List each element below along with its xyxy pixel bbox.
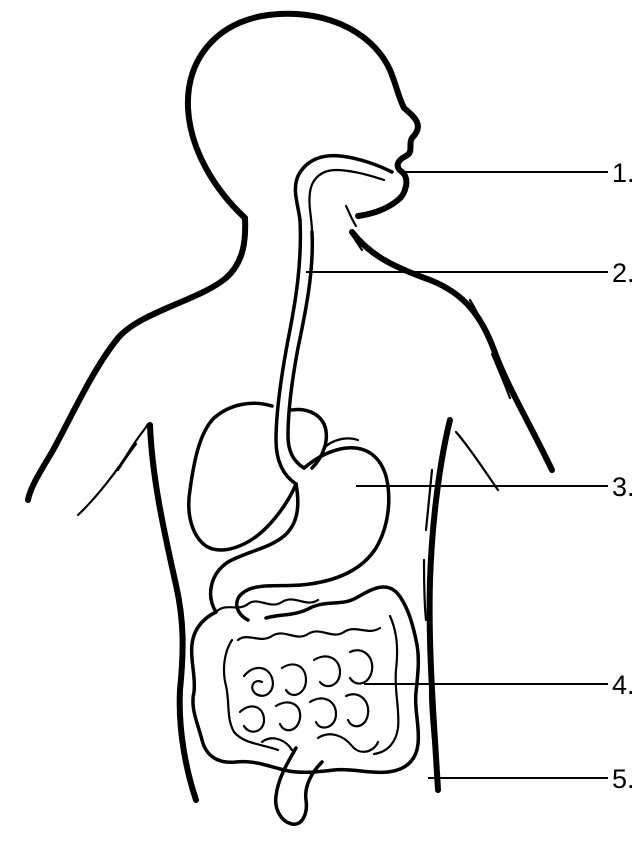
label-3: 3. (612, 472, 635, 502)
liver-right-lobe (290, 407, 329, 470)
esophagus-left-wall (274, 218, 303, 486)
label-1: 1. (612, 158, 635, 188)
liver (187, 401, 329, 552)
label-4: 4. (612, 670, 635, 700)
mouth-cavity-inner (308, 168, 386, 234)
left-arm-inner-outline (76, 422, 150, 517)
label-5: 5. (612, 764, 635, 794)
left-arm-shading (116, 442, 138, 472)
small-intestine (238, 649, 380, 753)
right-torso-outline (426, 417, 453, 793)
label-2: 2. (612, 258, 635, 288)
right-shoulder-outline (349, 229, 555, 473)
liver-outline (187, 401, 298, 552)
esophagus (274, 153, 394, 486)
neck-shading (344, 204, 364, 252)
small-intestine-coil-2 (312, 649, 374, 688)
leader-lines (306, 171, 608, 779)
large-intestine-inner (222, 614, 400, 756)
small-intestine-coil-4 (308, 693, 370, 729)
stomach-outline (235, 446, 391, 622)
large-intestine (189, 585, 421, 826)
left-torso-outline (147, 422, 199, 803)
small-intestine-coil-1 (242, 663, 308, 697)
mouth-cavity (293, 153, 394, 222)
body-outline (25, 10, 555, 803)
head-outline (184, 10, 421, 221)
stomach-fold (322, 437, 360, 450)
labels: 1. 2. 3. 4. 5. (612, 158, 635, 794)
right-side-shading (422, 298, 512, 752)
right-arm-inner-outline (454, 430, 500, 492)
left-arm-outline (25, 215, 249, 503)
rectum (273, 746, 324, 826)
esophagus-right-wall (286, 230, 315, 470)
stomach (208, 437, 391, 622)
large-intestine-outer (189, 585, 421, 775)
stomach-inner (208, 482, 300, 614)
small-intestine-coil-3 (238, 701, 302, 733)
transverse-colon-bumps (214, 598, 382, 642)
small-intestine-coil-5 (260, 733, 380, 753)
